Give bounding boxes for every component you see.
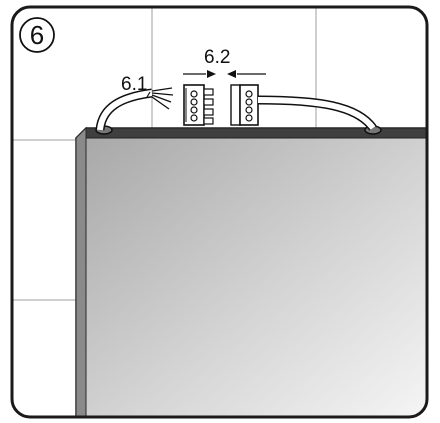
stripped-wires — [151, 87, 174, 110]
panel-side-edge — [75, 126, 87, 417]
panel-top-edge — [74, 127, 427, 139]
step-number: 6 — [30, 20, 44, 50]
wire-leader-line — [146, 91, 151, 98]
connector-label: 6.2 — [204, 47, 230, 68]
terminal-block-right-icon — [230, 84, 259, 126]
step-badge: 6 — [19, 17, 55, 53]
panel-front — [75, 127, 427, 417]
connect-arrows — [183, 70, 266, 78]
frame-border — [10, 5, 429, 419]
cable-left — [95, 87, 174, 131]
wire-label: 6.1 — [121, 74, 147, 95]
terminal-block-left-icon — [183, 84, 214, 126]
wall-tile-grid — [12, 7, 317, 301]
cable-right — [257, 95, 377, 131]
arrow-left-icon — [227, 70, 236, 78]
arrow-right-icon — [207, 70, 216, 78]
